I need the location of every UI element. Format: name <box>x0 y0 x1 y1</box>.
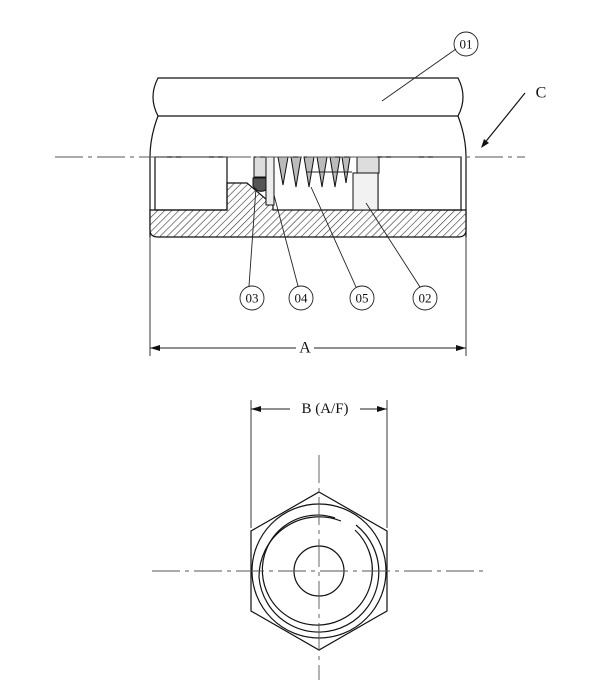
section-c-label: C <box>536 85 547 102</box>
thread-arc-inner <box>261 514 373 626</box>
left-thread-bore <box>154 156 228 211</box>
balloon-02-label: 02 <box>419 291 432 306</box>
seal-part-03 <box>252 177 267 192</box>
dimension-b-label: B (A/F) <box>301 401 348 417</box>
section-c-leader <box>482 92 526 146</box>
part-balloons: 01 03 04 05 02 <box>239 31 479 311</box>
balloon-03 <box>239 285 265 311</box>
balloon-02 <box>412 285 438 311</box>
side-section-view: C <box>55 77 547 238</box>
balloon-05 <box>349 285 375 311</box>
balloon-04-label: 04 <box>295 291 309 306</box>
thread-arc-outer <box>258 516 380 633</box>
end-view: B (A/F) <box>152 400 486 680</box>
body-hatched-section <box>149 182 467 238</box>
balloon-01 <box>453 31 479 57</box>
balloon-05-label: 05 <box>356 291 369 306</box>
balloon-04 <box>288 285 314 311</box>
seat-part-02 <box>352 172 379 211</box>
hex-flat-face <box>152 77 464 117</box>
right-thread-bore <box>377 156 462 211</box>
balloon-01-label: 01 <box>460 37 473 52</box>
seat-retainer <box>356 156 380 174</box>
dimension-a-label: A <box>299 340 311 357</box>
balloon-03-label: 03 <box>246 291 259 306</box>
section-arrow-icon <box>481 139 489 148</box>
poppet-stem <box>265 156 275 206</box>
dimension-a: A <box>149 237 467 357</box>
